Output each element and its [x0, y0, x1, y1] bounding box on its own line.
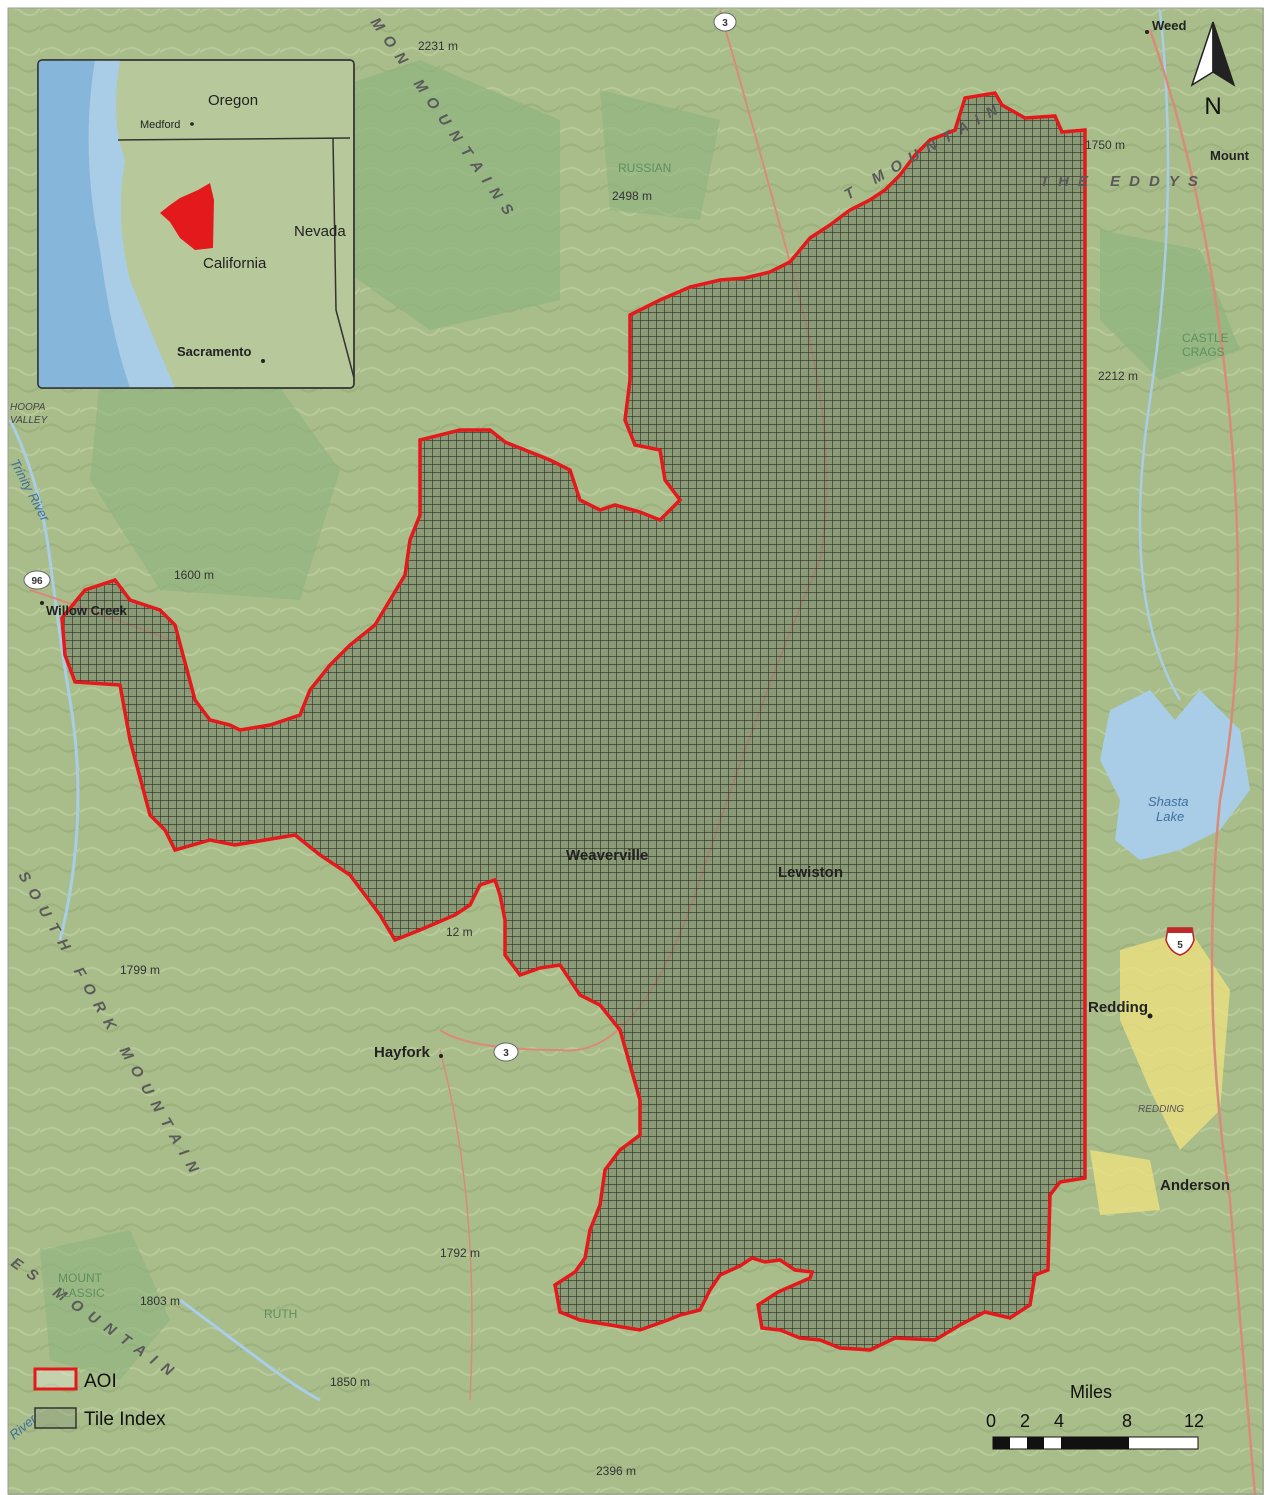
inset-medford: Medford: [140, 119, 180, 131]
place-labels: Weed Mount Willow Creek Weaverville Lewi…: [10, 18, 1250, 1194]
svg-text:3: 3: [503, 1048, 509, 1059]
interstate-shield-5: 5: [1165, 927, 1195, 956]
elevation-label: 2212 m: [1098, 369, 1138, 383]
elevation-label: 1799 m: [120, 963, 160, 977]
elevation-label: 12 m: [446, 925, 473, 939]
place-weed: Weed: [1152, 18, 1186, 33]
legend-aoi-label: AOI: [84, 1371, 117, 1392]
park-lassic: LASSIC: [62, 1286, 105, 1300]
north-arrow-label: N: [1204, 93, 1221, 120]
water-shasta: Shasta: [1148, 794, 1188, 809]
inset-locator-map: Oregon Medford Nevada California Sacrame…: [37, 59, 355, 389]
place-lewiston: Lewiston: [778, 864, 843, 881]
park-labels: RUSSIAN CASTLE CRAGS MOUNT LASSIC RUTH: [58, 161, 1229, 1321]
place-mount: Mount: [1210, 148, 1250, 163]
scale-tick-label: 4: [1054, 1411, 1064, 1431]
elevation-label: 1803 m: [140, 1294, 180, 1308]
legend-tile-index-label: Tile Index: [84, 1409, 166, 1430]
place-anderson: Anderson: [1160, 1177, 1230, 1194]
elevation-label: 2231 m: [418, 39, 458, 53]
place-willow-creek: Willow Creek: [46, 603, 128, 618]
map-frame: [7, 7, 1264, 1495]
elevation-label: 1792 m: [440, 1246, 480, 1260]
inset-sacramento: Sacramento: [177, 344, 251, 359]
north-arrow: N: [1190, 21, 1236, 120]
scale-bar: Miles 0 2 4 8 12: [986, 1382, 1204, 1450]
place-valley: VALLEY: [10, 415, 49, 426]
scale-tick-label: 12: [1184, 1411, 1204, 1431]
range-eddys: THE EDDYS: [1040, 173, 1207, 190]
inset-aoi-marker: [160, 183, 214, 250]
place-weaverville: Weaverville: [566, 847, 648, 864]
place-redding-area: REDDING: [1138, 1104, 1184, 1115]
road-shields: 3 3 96 5: [23, 12, 1195, 1062]
inset-nevada: Nevada: [294, 223, 346, 240]
elevation-label: 2498 m: [612, 189, 652, 203]
route-shield-3-south: 3: [493, 1042, 519, 1062]
water-lake: Lake: [1156, 809, 1184, 824]
inset-california: California: [203, 255, 267, 272]
inset-oregon: Oregon: [208, 92, 258, 109]
svg-text:96: 96: [31, 576, 43, 587]
svg-text:5: 5: [1177, 940, 1183, 951]
park-crags: CRAGS: [1182, 345, 1225, 359]
aoi-tile-index-polygon: [60, 91, 1087, 1352]
elevation-label: 2396 m: [596, 1464, 636, 1478]
place-hayfork: Hayfork: [374, 1044, 431, 1061]
park-ruth: RUTH: [264, 1307, 297, 1321]
park-russian: RUSSIAN: [618, 161, 671, 175]
route-shield-96: 96: [23, 570, 51, 590]
legend-item-tile-index: Tile Index: [34, 1407, 166, 1430]
elevation-labels: 2231 m 2498 m 1750 m 2212 m 1600 m 1799 …: [120, 39, 1138, 1478]
route-shield-3-north: 3: [713, 12, 737, 32]
scale-tick-label: 2: [1020, 1411, 1030, 1431]
elevation-label: 1850 m: [330, 1375, 370, 1389]
legend: AOI Tile Index: [33, 1367, 166, 1430]
place-hoopa: HOOPA: [10, 402, 46, 413]
park-castle: CASTLE: [1182, 331, 1229, 345]
scale-tick-label: 8: [1122, 1411, 1132, 1431]
place-redding: Redding: [1088, 999, 1148, 1016]
elevation-label: 1600 m: [174, 568, 214, 582]
park-mount: MOUNT: [58, 1271, 103, 1285]
elevation-label: 1750 m: [1085, 138, 1125, 152]
svg-text:3: 3: [722, 18, 728, 29]
legend-item-aoi: AOI: [33, 1367, 117, 1392]
scale-unit: Miles: [1070, 1382, 1112, 1402]
scale-tick-label: 0: [986, 1411, 996, 1431]
